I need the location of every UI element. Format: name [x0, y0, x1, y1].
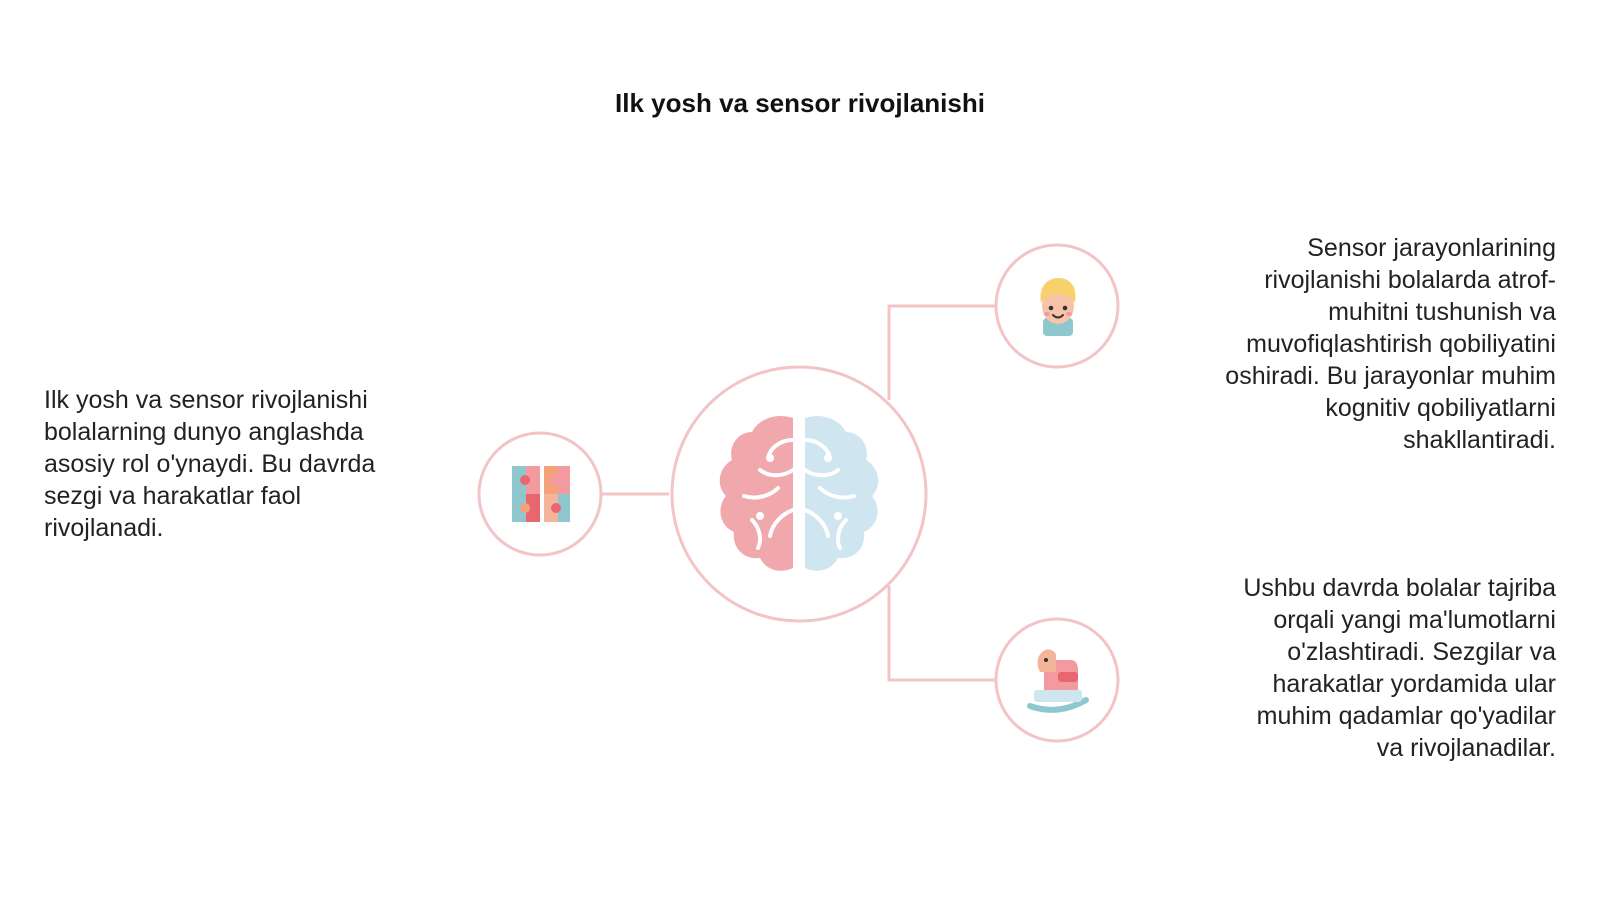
node-left-text: Ilk yosh va sensor rivojlanishi bolalarn…: [44, 386, 376, 542]
node-right-top-text: Sensor jarayonlarining rivojlanishi bola…: [1225, 234, 1556, 454]
page-title: Ilk yosh va sensor rivojlanishi: [615, 88, 985, 118]
connectors: [601, 304, 996, 682]
node-right-bottom-text: Ushbu davrda bolalar tajriba orqali yang…: [1243, 574, 1556, 762]
connector-right-bottom: [887, 586, 996, 682]
node-right-bottom: [994, 617, 1120, 743]
center-node: [670, 365, 928, 623]
rocking-horse-icon: [1027, 649, 1089, 713]
connector-right-top: [887, 304, 996, 400]
center-node-ring: [670, 365, 928, 623]
node-left: [477, 431, 603, 557]
child-face-icon: [1040, 278, 1076, 336]
puzzle-blocks-icon: [512, 466, 570, 522]
brain-icon: [719, 415, 879, 571]
node-right-top: [994, 243, 1120, 369]
